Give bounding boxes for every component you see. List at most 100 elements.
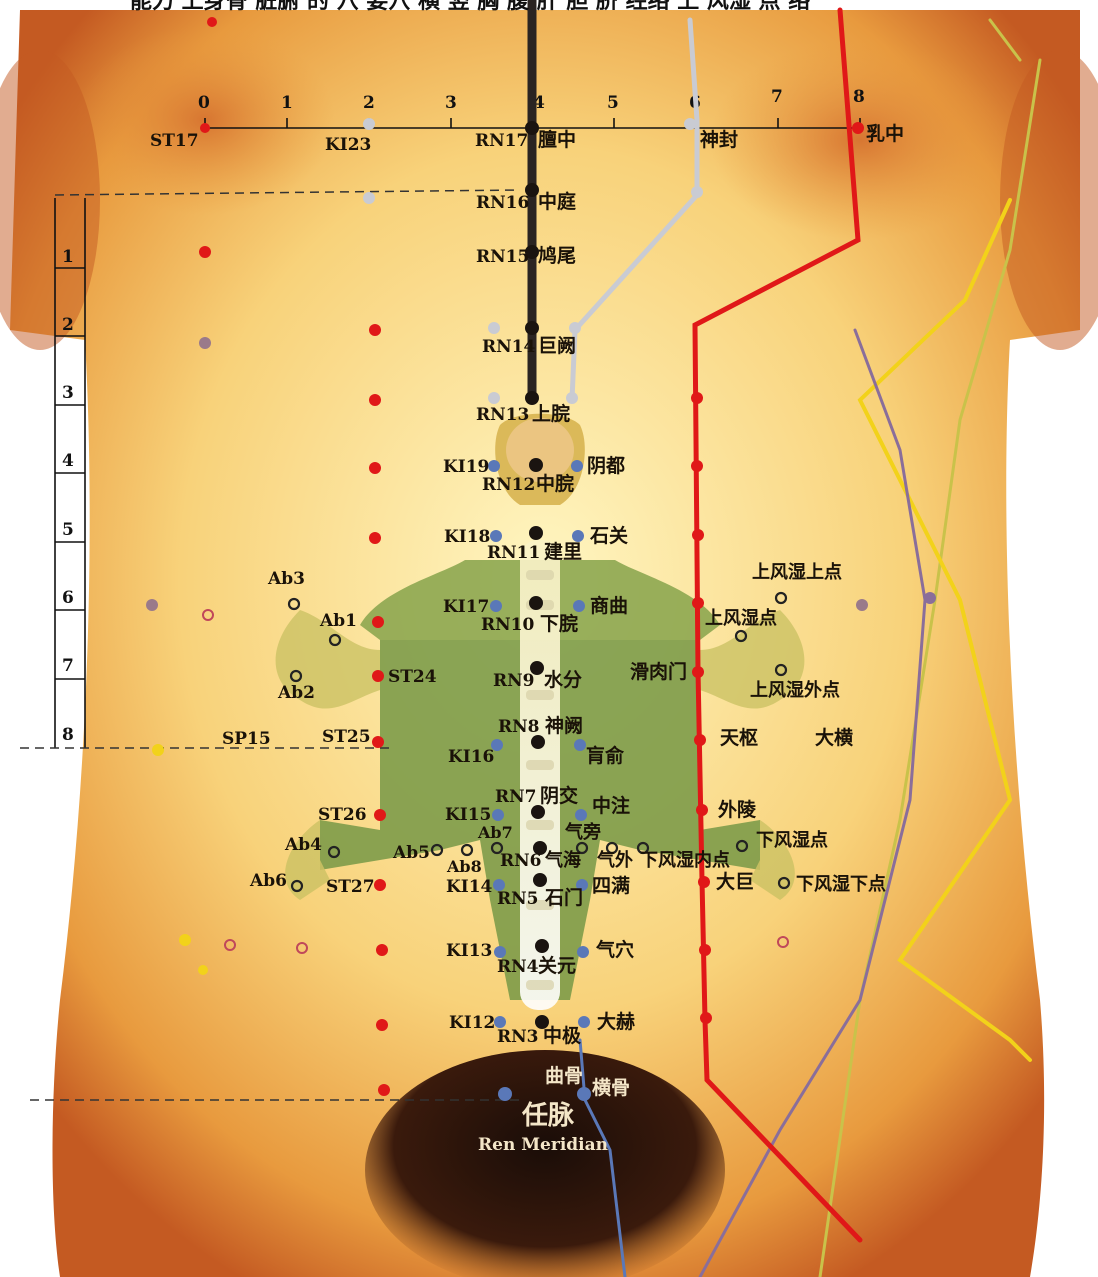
side-tick-6: 6 — [62, 588, 74, 608]
ruler-tick-7: 7 — [771, 87, 783, 107]
point-st26 — [374, 809, 386, 821]
label-qiwai: 气外 — [596, 849, 633, 871]
point-qixue — [577, 946, 589, 958]
label-ab2: Ab2 — [277, 683, 315, 703]
point-rn4 — [535, 939, 549, 953]
label-qihai: 气海 — [544, 849, 581, 871]
label-shangfengshi-wai: 上风湿外点 — [750, 679, 840, 701]
point-rn12 — [529, 458, 543, 472]
point-shenfeng — [684, 118, 696, 130]
point-ki19 — [488, 460, 500, 472]
label-rn13: RN13 — [476, 405, 529, 425]
label-ab1: Ab1 — [319, 611, 357, 631]
ruler-tick-1: 1 — [281, 93, 293, 113]
label-ab5: Ab5 — [392, 843, 430, 863]
ruler-tick-2: 2 — [363, 93, 375, 113]
point-shangqu — [573, 600, 585, 612]
label-rn15: RN15 — [476, 247, 529, 267]
label-rn9: RN9 — [493, 671, 535, 691]
label-rn3: RN3 — [497, 1027, 539, 1047]
point-rn7 — [531, 805, 545, 819]
label-rn12: RN12 — [482, 475, 535, 495]
side-tick-1: 1 — [62, 247, 74, 267]
label-ki14: KI14 — [446, 877, 493, 897]
label-rn14: RN14 — [482, 337, 535, 357]
side-tick-5: 5 — [62, 520, 74, 540]
label-st25: ST25 — [322, 727, 371, 747]
label-zhongting: 中庭 — [538, 190, 576, 213]
label-rn8: RN8 — [498, 717, 540, 737]
point-ki23 — [363, 118, 375, 130]
label-qugu: 曲骨 — [545, 1065, 583, 1087]
point-sp15 — [152, 744, 164, 756]
point-rn14 — [525, 321, 539, 335]
label-xiawan: 下脘 — [540, 612, 578, 635]
label-ab6: Ab6 — [249, 871, 287, 891]
label-rn4: RN4 — [497, 957, 539, 977]
point-qugu — [498, 1087, 512, 1101]
label-zhongzhu: 中注 — [592, 794, 630, 817]
label-xiafengshi-nei: 下风湿内点 — [640, 849, 730, 871]
label-ki23: KI23 — [325, 135, 371, 155]
label-shenfeng: 神封 — [700, 128, 738, 151]
label-rn5: RN5 — [497, 889, 539, 909]
ruler-tick-0: 0 — [198, 93, 210, 113]
label-st24: ST24 — [388, 667, 437, 687]
point-rn5 — [533, 873, 547, 887]
label-ren-meridian: Ren Meridian — [478, 1135, 608, 1155]
ruler-tick-3: 3 — [445, 93, 457, 113]
point-yindu — [571, 460, 583, 472]
label-shangqu: 商曲 — [590, 594, 628, 617]
label-ab3: Ab3 — [267, 569, 305, 589]
label-ki19: KI19 — [443, 457, 489, 477]
point-daju — [698, 876, 710, 888]
point-henggu — [577, 1087, 591, 1101]
point-rn10 — [529, 596, 543, 610]
label-shiguan: 石关 — [589, 524, 628, 547]
label-shimen: 石门 — [544, 886, 583, 909]
label-juque: 巨阙 — [538, 335, 576, 357]
label-dahe: 大赫 — [597, 1010, 635, 1033]
label-siman: 四满 — [592, 874, 630, 897]
point-ki17 — [490, 600, 502, 612]
label-yindu: 阴都 — [587, 455, 625, 477]
label-sp15: SP15 — [222, 729, 271, 749]
point-huangshu — [574, 739, 586, 751]
point-st25 — [372, 736, 384, 748]
label-xiafengshi-xia: 下风湿下点 — [796, 873, 886, 895]
label-xiafengshi: 下风湿点 — [756, 829, 828, 851]
label-jiuwei: 鸠尾 — [537, 244, 576, 267]
label-ki18: KI18 — [444, 527, 490, 547]
label-ruzhong: 乳中 — [866, 122, 904, 145]
point-rn8 — [531, 735, 545, 749]
right-breast-shadow — [710, 40, 1010, 240]
label-shangfengshi-shang: 上风湿上点 — [752, 561, 842, 583]
label-ki17: KI17 — [443, 597, 489, 617]
point-ki18 — [490, 530, 502, 542]
point-st24 — [372, 670, 384, 682]
label-rn11: RN11 — [487, 543, 540, 563]
side-tick-4: 4 — [62, 451, 74, 471]
point-st27 — [374, 879, 386, 891]
label-zhongji: 中极 — [543, 1024, 582, 1047]
label-jianli: 建里 — [544, 540, 582, 563]
label-huangshu: 肓俞 — [586, 744, 625, 767]
label-ki15: KI15 — [445, 805, 491, 825]
label-st26: ST26 — [318, 805, 367, 825]
point-ki15 — [492, 809, 504, 821]
label-renmai: 任脉 — [521, 1101, 575, 1131]
label-shangwan: 上脘 — [532, 402, 570, 425]
caption: 能力 上身骨 脏腑 的 穴 要穴 横 竖 胸 腹 肝 胆 脐 经络 上 风湿 点… — [130, 0, 810, 14]
label-daju: 大巨 — [716, 870, 754, 893]
label-qipang: 气旁 — [564, 821, 601, 843]
ruler-tick-5: 5 — [607, 93, 619, 113]
label-ki13: KI13 — [446, 941, 492, 961]
point-tianshu — [694, 734, 706, 746]
label-shangfengshi: 上风湿点 — [705, 607, 777, 629]
label-ab8: Ab8 — [446, 857, 482, 876]
label-st27: ST27 — [326, 877, 375, 897]
point-wailing — [696, 804, 708, 816]
label-wailing: 外陵 — [718, 798, 757, 821]
side-tick-2: 2 — [62, 315, 74, 335]
